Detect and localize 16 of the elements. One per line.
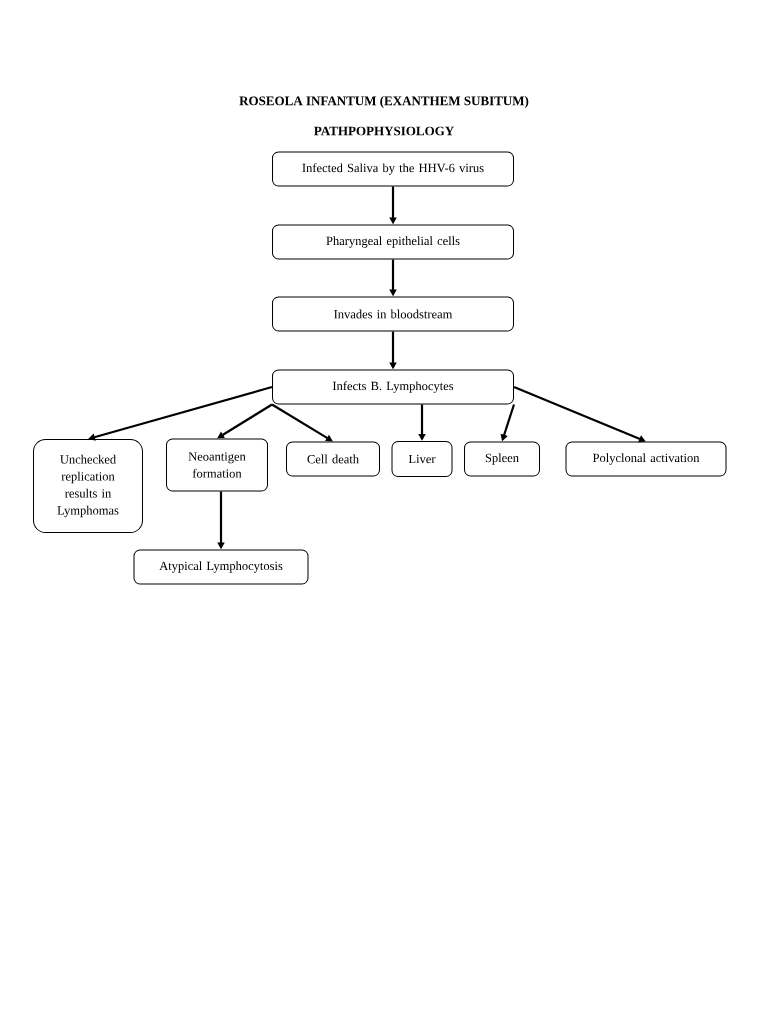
process-box: Invades in bloodstream bbox=[272, 296, 514, 332]
process-box: Neoantigen formation bbox=[166, 438, 268, 492]
arrow bbox=[217, 403, 273, 439]
process-box: Pharyngeal epithelial cells bbox=[272, 224, 514, 260]
process-box: Cell death bbox=[286, 441, 380, 477]
process-box: Polyclonal activation bbox=[565, 441, 727, 477]
process-box: Atypical Lymphocytosis bbox=[133, 549, 309, 585]
title: ROSEOLA INFANTUM (EXANTHEM SUBITUM) bbox=[239, 96, 529, 108]
process-box: Infected Saliva by the HHV-6 virus bbox=[272, 151, 514, 187]
arrow bbox=[271, 403, 333, 442]
process-box: Spleen bbox=[464, 441, 540, 477]
arrow bbox=[513, 386, 646, 443]
process-box: Liver bbox=[391, 441, 453, 477]
process-box: Infects B. Lymphocytes bbox=[272, 369, 514, 405]
process-box: Unchecked replication results in Lymphomas bbox=[33, 439, 143, 533]
subtitle: PATHPOPHYSIOLOGY bbox=[314, 126, 454, 136]
